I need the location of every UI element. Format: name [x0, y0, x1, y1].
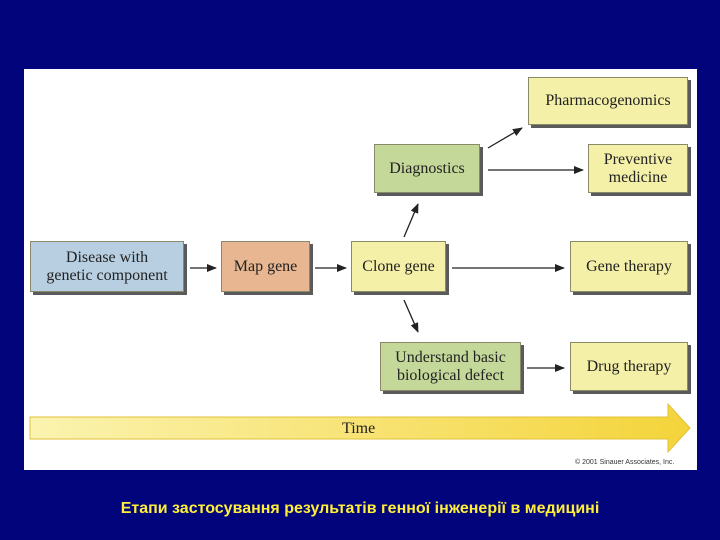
node-disease-genetic-component: Disease with genetic component — [30, 241, 184, 292]
node-preventive-medicine: Preventive medicine — [588, 144, 688, 193]
slide-caption: Етапи застосування результатів генної ін… — [120, 500, 600, 517]
time-label: Time — [342, 420, 376, 437]
node-map-gene: Map gene — [221, 241, 310, 292]
node-clone-gene: Clone gene — [351, 241, 446, 292]
node-pharmacogenomics: Pharmacogenomics — [528, 77, 688, 125]
node-understand-biological-defect: Understand basic biological defect — [380, 342, 521, 391]
node-drug-therapy: Drug therapy — [570, 342, 688, 391]
node-diagnostics: Diagnostics — [374, 144, 480, 193]
copyright-notice: © 2001 Sinauer Associates, Inc. — [575, 459, 675, 466]
node-gene-therapy: Gene therapy — [570, 241, 688, 292]
